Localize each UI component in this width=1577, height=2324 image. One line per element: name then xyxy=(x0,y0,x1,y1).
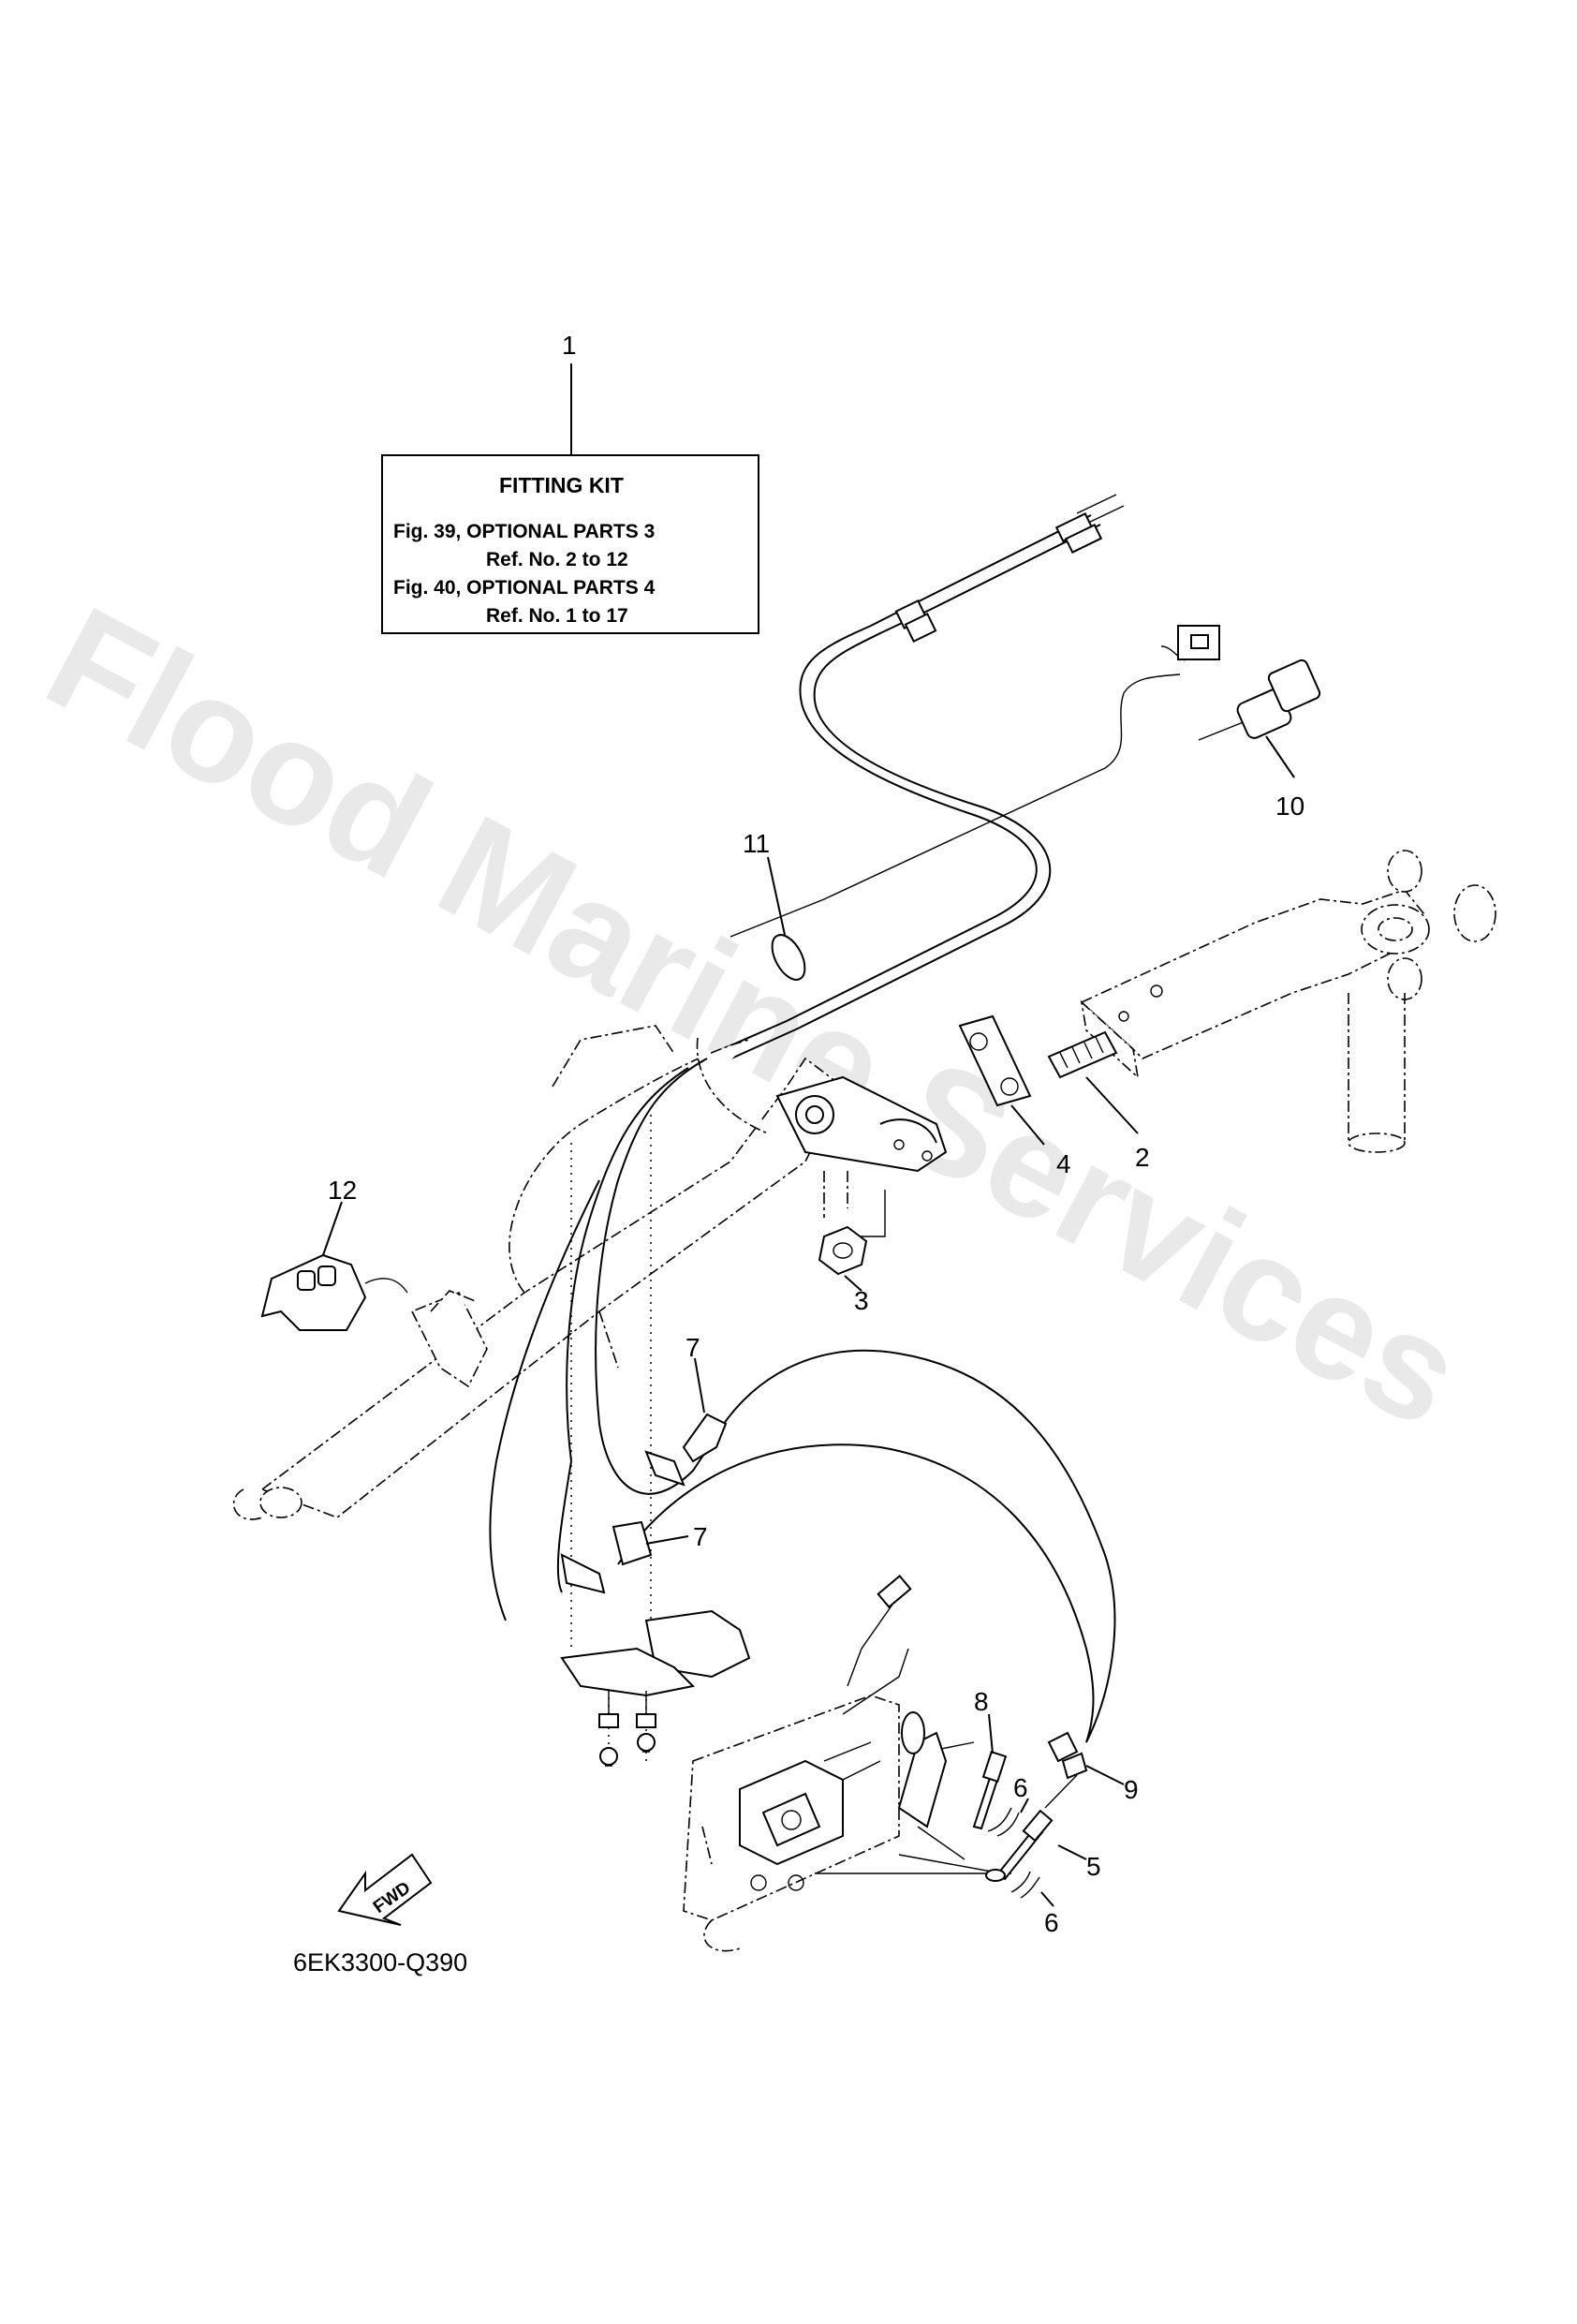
callout-5: 5 xyxy=(1086,1852,1101,1881)
fitting-kit-line-4: Ref. No. 1 to 17 xyxy=(486,605,628,627)
callout-7-upper: 7 xyxy=(685,1333,700,1362)
cable-band-icon xyxy=(771,934,806,981)
fitting-kit-title: FITTING KIT xyxy=(499,473,624,497)
callout-11: 11 xyxy=(743,829,770,858)
remote-control-box xyxy=(683,1575,1011,1952)
callout-6-upper: 6 xyxy=(1013,1773,1028,1802)
steering-bracket xyxy=(1080,850,1496,1153)
clamp-7-lower: 7 xyxy=(560,1520,708,1594)
control-cables-lower xyxy=(489,1058,1116,1761)
fitting-kit-line-1: Fig. 39, OPTIONAL PARTS 3 xyxy=(393,521,655,542)
bolt-2: 2 xyxy=(1047,1030,1150,1172)
clip-9: 9 xyxy=(1047,1731,1139,1804)
diagram-code: 6EK3300-Q390 xyxy=(293,1948,467,1976)
control-cables-upper xyxy=(711,494,1125,1063)
tiller-handle xyxy=(232,1025,948,1520)
switch-12: 12 xyxy=(260,1176,408,1331)
callout-9: 9 xyxy=(1124,1775,1139,1804)
fitting-kit-box: 1 FITTING KIT Fig. 39, OPTIONAL PARTS 3 … xyxy=(381,331,759,634)
harness-wiring: 10 xyxy=(730,625,1321,938)
fwd-arrow-icon: FWD xyxy=(337,1853,433,1926)
callout-2: 2 xyxy=(1135,1143,1150,1172)
clamp-7-upper: 7 xyxy=(644,1333,728,1487)
callout-8: 8 xyxy=(974,1687,989,1716)
fitting-kit-line-3: Fig. 40, OPTIONAL PARTS 4 xyxy=(393,577,656,599)
pin-6-lower: 6 xyxy=(985,1869,1059,1937)
nut-3: 3 xyxy=(818,1190,886,1315)
pin-6-upper: 6 xyxy=(987,1773,1029,1837)
cable-end-8: 8 xyxy=(972,1687,1008,1830)
fitting-kit-line-2: Ref. No. 2 to 12 xyxy=(486,549,628,570)
plate-4: 4 xyxy=(958,1014,1071,1178)
callout-4: 4 xyxy=(1056,1149,1071,1178)
callout-10: 10 xyxy=(1275,792,1304,821)
callout-3: 3 xyxy=(854,1286,869,1315)
cable-end-5: 5 xyxy=(996,1774,1101,1881)
callout-6-lower: 6 xyxy=(1044,1908,1059,1937)
callout-12: 12 xyxy=(328,1176,357,1205)
mounting-plates xyxy=(560,1609,751,1767)
callout-1: 1 xyxy=(562,331,577,360)
callout-7-lower: 7 xyxy=(693,1522,708,1551)
cable-end-upper-b xyxy=(1064,524,1103,554)
